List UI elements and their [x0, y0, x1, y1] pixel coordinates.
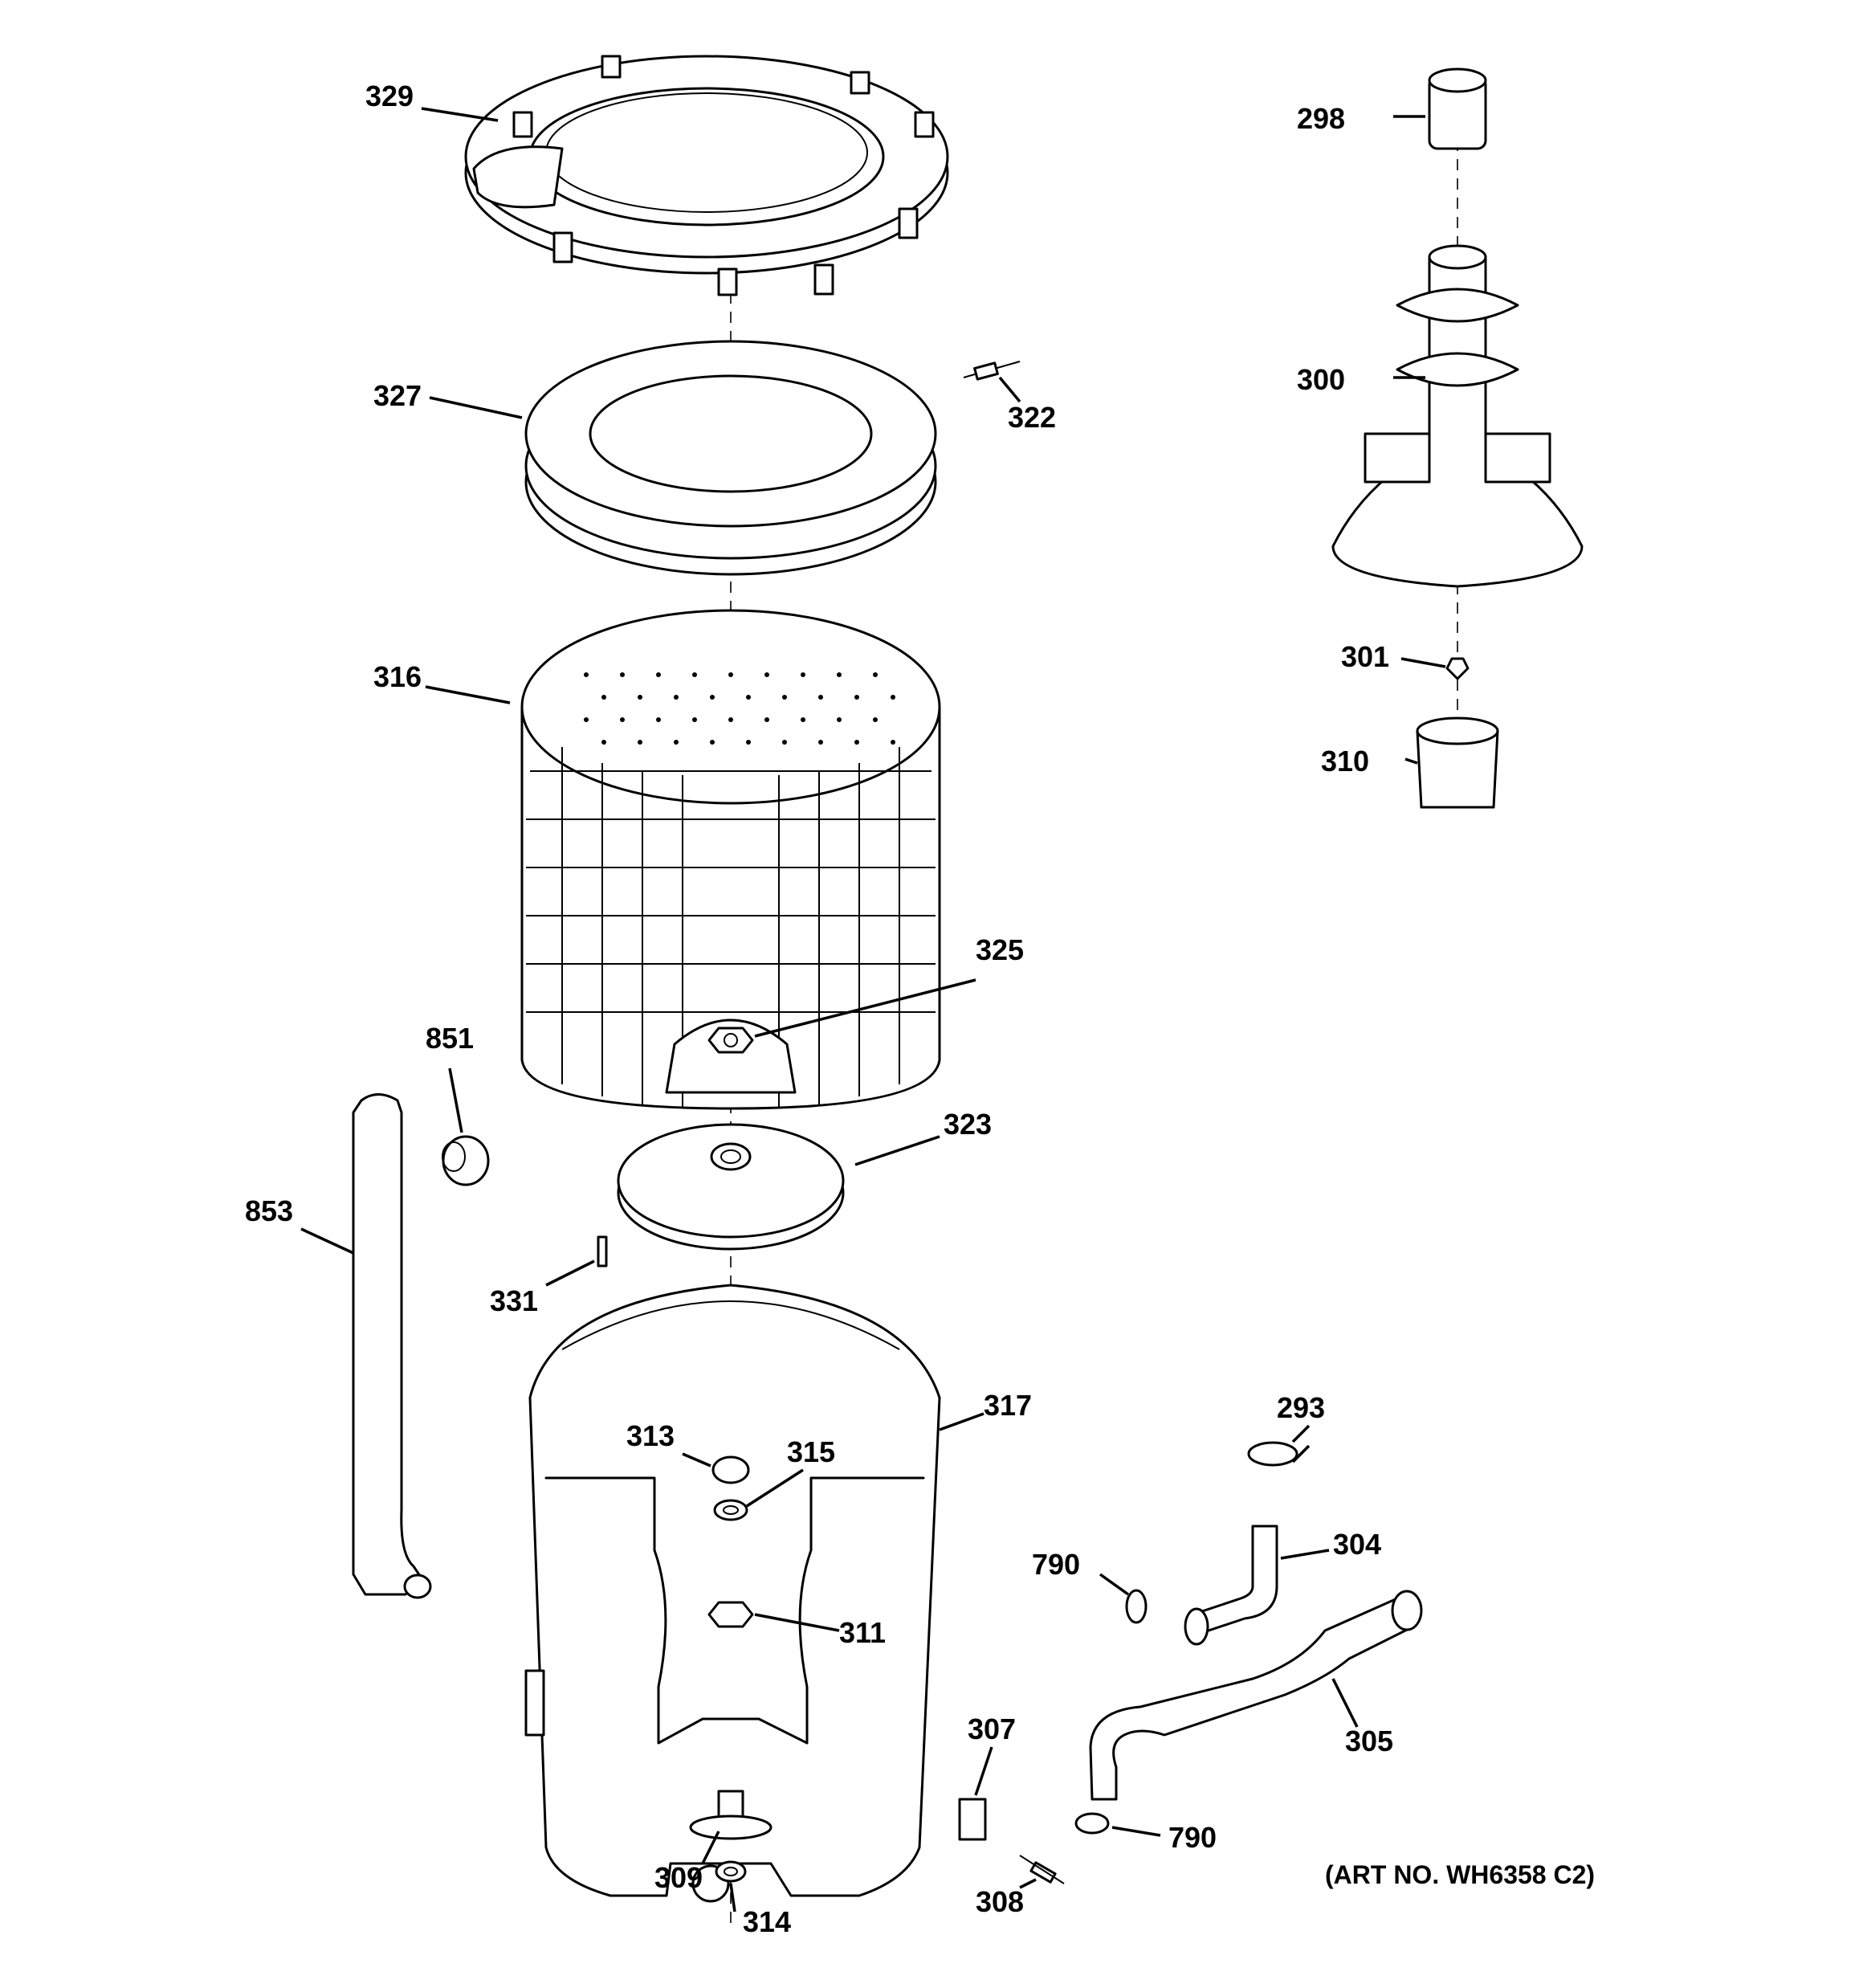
part-298-cap — [1428, 67, 1487, 150]
callout-327: 327 — [373, 379, 422, 412]
part-307-clip — [958, 1798, 987, 1841]
callout-309: 309 — [654, 1861, 703, 1894]
part-316-wash-basket — [520, 609, 941, 1110]
callout-317: 317 — [984, 1389, 1032, 1422]
part-309-fitting — [689, 1790, 773, 1840]
basket-hole — [764, 717, 769, 722]
basket-hole — [584, 672, 589, 677]
callout-790-upper: 790 — [1032, 1548, 1080, 1581]
part-308-screw — [1019, 1855, 1065, 1884]
basket-hole — [692, 717, 697, 722]
basket-hole — [746, 740, 751, 745]
callout-851: 851 — [426, 1022, 474, 1055]
callout-305: 305 — [1345, 1725, 1393, 1757]
basket-hole — [638, 740, 642, 745]
basket-hole — [837, 717, 842, 722]
callout-314: 314 — [743, 1905, 791, 1938]
basket-hole — [746, 695, 751, 700]
part-301-screw — [1445, 657, 1470, 680]
part-305-drain-hose — [1089, 1590, 1423, 1801]
part-304-hose — [1184, 1525, 1278, 1646]
basket-perforations — [584, 672, 895, 745]
part-790-clamp-upper — [1125, 1589, 1148, 1624]
part-331-screw — [597, 1235, 608, 1268]
basket-hole — [837, 672, 842, 677]
callout-331: 331 — [490, 1284, 538, 1317]
part-329-tub-cover — [464, 55, 949, 296]
basket-hole — [601, 695, 606, 700]
callout-298: 298 — [1297, 102, 1345, 135]
basket-hole — [873, 672, 878, 677]
part-315-washer — [713, 1499, 748, 1521]
basket-hole — [656, 672, 661, 677]
callout-329: 329 — [365, 80, 414, 112]
part-851-cap — [442, 1135, 490, 1186]
art-number: (ART NO. WH6358 C2) — [1325, 1860, 1595, 1889]
callout-853: 853 — [245, 1194, 293, 1227]
basket-hole — [728, 672, 733, 677]
callout-301: 301 — [1341, 640, 1389, 673]
callout-325: 325 — [976, 933, 1024, 966]
basket-hole — [601, 740, 606, 745]
basket-hole — [818, 695, 823, 700]
basket-hole — [728, 717, 733, 722]
basket-hole — [801, 717, 805, 722]
part-311-nut — [707, 1601, 754, 1628]
basket-hole — [801, 672, 805, 677]
basket-hole — [873, 717, 878, 722]
part-314-washer — [715, 1860, 747, 1883]
part-313-grommet — [711, 1455, 750, 1484]
part-322-screw — [963, 361, 1021, 381]
callout-323: 323 — [944, 1108, 992, 1141]
basket-hole — [656, 717, 661, 722]
basket-hole — [818, 740, 823, 745]
part-325-nut — [707, 1027, 754, 1054]
callout-307: 307 — [968, 1712, 1016, 1745]
part-293-clamp — [1247, 1441, 1311, 1467]
callout-310: 310 — [1321, 745, 1369, 778]
callout-311: 311 — [839, 1616, 886, 1649]
callout-313: 313 — [626, 1419, 675, 1452]
basket-hole — [674, 695, 679, 700]
callout-308: 308 — [976, 1885, 1024, 1918]
basket-hole — [854, 740, 859, 745]
basket-hole — [692, 672, 697, 677]
part-853-pipe — [352, 1093, 432, 1599]
basket-hole — [620, 672, 625, 677]
basket-hole — [710, 740, 715, 745]
callout-293: 293 — [1277, 1391, 1325, 1424]
basket-hole — [782, 695, 787, 700]
part-323-hub-plate — [617, 1123, 845, 1251]
basket-hole — [891, 740, 895, 745]
part-327-balance-ring — [524, 340, 937, 576]
basket-hole — [710, 695, 715, 700]
basket-hole — [584, 717, 589, 722]
callout-300: 300 — [1297, 363, 1345, 396]
callout-322: 322 — [1008, 401, 1056, 434]
part-300-agitator — [1331, 244, 1584, 588]
basket-hole — [854, 695, 859, 700]
callout-316: 316 — [373, 660, 422, 693]
part-310-cap — [1416, 716, 1499, 809]
basket-hole — [891, 695, 895, 700]
basket-hole — [764, 672, 769, 677]
basket-hole — [620, 717, 625, 722]
callout-315: 315 — [787, 1435, 835, 1468]
basket-hole — [782, 740, 787, 745]
callout-790-lower: 790 — [1168, 1821, 1217, 1854]
part-790-clamp-lower — [1074, 1812, 1110, 1835]
basket-hole — [638, 695, 642, 700]
leader-lines — [300, 107, 1446, 1912]
basket-hole — [674, 740, 679, 745]
callout-304: 304 — [1333, 1528, 1381, 1561]
